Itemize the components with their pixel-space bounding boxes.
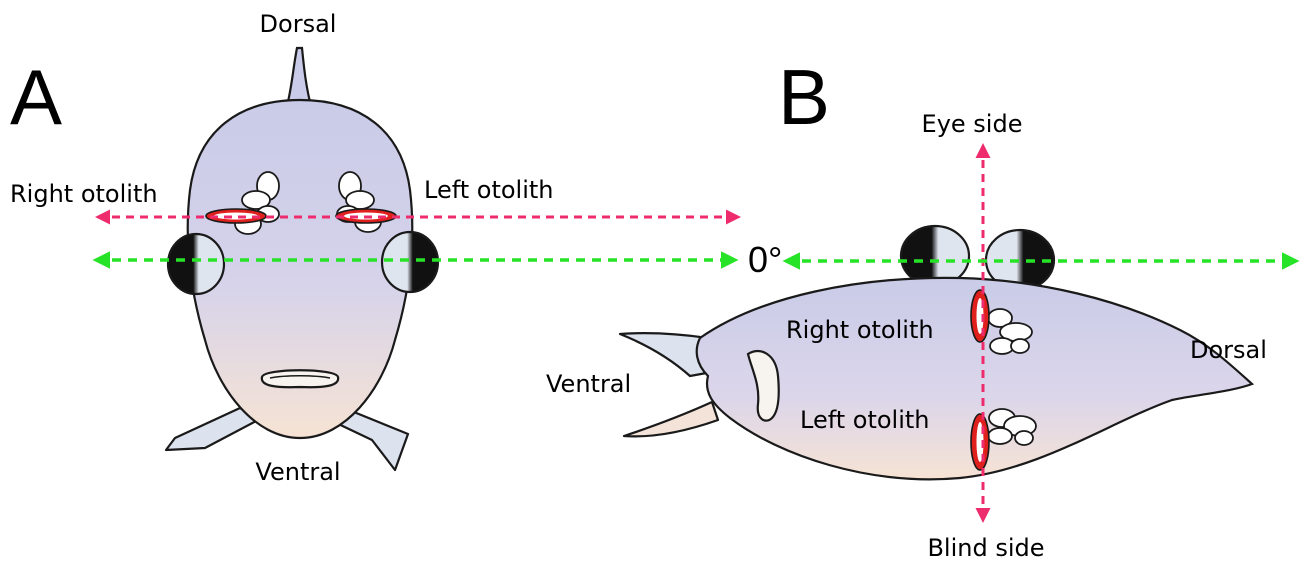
panel-a-mouth xyxy=(262,370,338,387)
panel-a-left-eye xyxy=(382,232,438,292)
panel-a-dorsal-label: Dorsal xyxy=(260,10,337,38)
panel-b-eye-side-label: Eye side xyxy=(922,110,1023,138)
panel-b-dorsal-label: Dorsal xyxy=(1190,336,1267,364)
panel-a-letter: A xyxy=(10,53,62,141)
panel-b-letter: B xyxy=(778,53,830,141)
panel-a-right-eye xyxy=(168,234,224,294)
panel-b-ventral-label: Ventral xyxy=(546,370,631,398)
panel-a-left-fin xyxy=(166,408,258,450)
panel-a: A xyxy=(10,10,738,486)
panel-a-left-otolith-label: Left otolith xyxy=(424,176,554,204)
panel-b-lower-tail-fin xyxy=(624,402,718,436)
panel-b: B Eye s xyxy=(546,53,1296,562)
angle-label: 0° xyxy=(748,239,782,280)
panel-a-ventral-label: Ventral xyxy=(255,458,340,486)
panel-a-right-otolith-label: Right otolith xyxy=(10,180,158,208)
panel-b-left-otolith-label: Left otolith xyxy=(800,406,930,434)
panel-b-right-otolith-label: Right otolith xyxy=(786,316,934,344)
panel-b-blind-side-label: Blind side xyxy=(927,534,1044,562)
